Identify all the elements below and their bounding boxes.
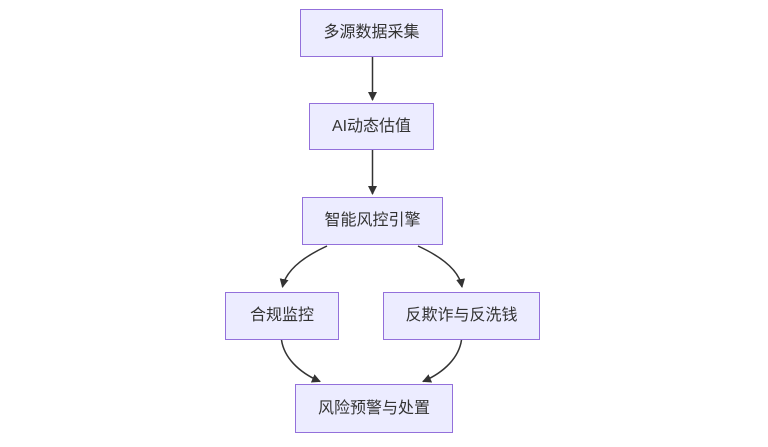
edge-antifraud-to-alert — [422, 339, 463, 383]
node-antifraud-aml: 反欺诈与反洗钱 — [383, 292, 540, 340]
node-label: 智能风控引擎 — [324, 212, 421, 230]
node-label: AI动态估值 — [331, 117, 412, 135]
node-compliance-monitoring: 合规监控 — [225, 292, 339, 340]
node-label: 多源数据采集 — [323, 24, 420, 42]
node-multi-source-data-collection: 多源数据采集 — [300, 9, 443, 57]
node-risk-alert-handling: 风险预警与处置 — [295, 384, 453, 433]
node-label: 风险预警与处置 — [317, 399, 430, 417]
node-intelligent-risk-engine: 智能风控引擎 — [302, 197, 443, 245]
edge-compliance-to-alert — [280, 339, 321, 383]
node-ai-dynamic-valuation: AI动态估值 — [309, 103, 434, 150]
edge-engine-to-antifraud — [417, 245, 466, 288]
edge-engine-to-compliance — [279, 245, 328, 288]
node-label: 合规监控 — [249, 307, 314, 325]
node-label: 反欺诈与反洗钱 — [405, 307, 518, 325]
